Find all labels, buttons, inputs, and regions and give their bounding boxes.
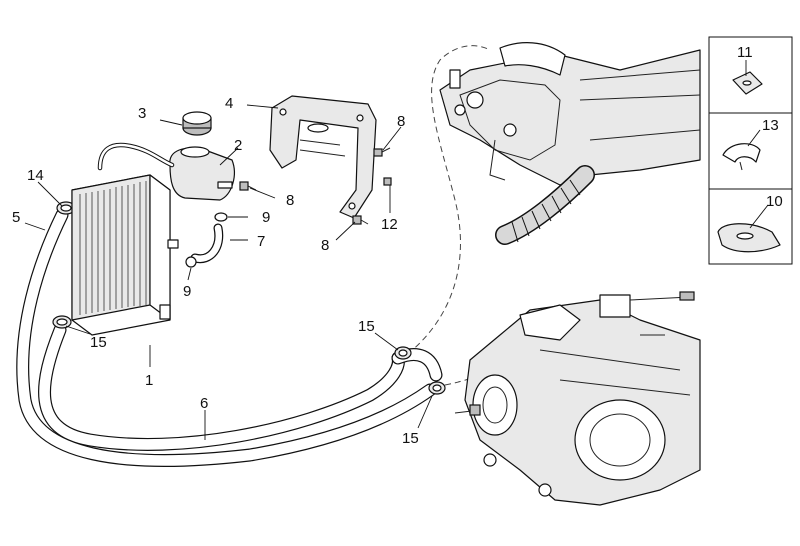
callout-15-upper: 15 bbox=[358, 318, 375, 335]
callout-11: 11 bbox=[737, 44, 753, 61]
mounting-bracket bbox=[269, 95, 377, 219]
overflow-thin-hose bbox=[97, 142, 175, 171]
callout-5: 5 bbox=[12, 209, 20, 226]
bolt-12 bbox=[383, 177, 392, 186]
coolant-hose-5 bbox=[16, 208, 437, 467]
expansion-tank-cap bbox=[182, 111, 212, 136]
hose-clamp-15-left bbox=[52, 315, 72, 329]
callout-1: 1 bbox=[145, 372, 153, 389]
hose-clamp-9-lower bbox=[185, 256, 197, 268]
corrugated-intake-tube bbox=[495, 165, 595, 245]
callout-6: 6 bbox=[200, 395, 208, 412]
bolt-8-right bbox=[373, 147, 391, 157]
callout-3: 3 bbox=[138, 105, 146, 122]
bolt-8-bottom bbox=[352, 215, 369, 225]
clip-nut-11 bbox=[732, 71, 763, 95]
callout-12: 12 bbox=[381, 216, 398, 233]
callout-labels: 1 2 3 4 5 6 7 8 8 8 9 9 10 11 12 13 14 1… bbox=[12, 44, 783, 447]
bolt-8-left bbox=[239, 181, 257, 191]
callout-15-left: 15 bbox=[90, 334, 107, 351]
callout-9-upper: 9 bbox=[262, 209, 270, 226]
callout-8-bottom: 8 bbox=[321, 237, 329, 254]
hose-clamp-15-upper bbox=[394, 346, 412, 360]
rubber-holder-10 bbox=[717, 223, 781, 253]
callout-2: 2 bbox=[234, 137, 242, 154]
callout-15-lower: 15 bbox=[402, 430, 419, 447]
hose-clamp-15-lower bbox=[428, 381, 446, 395]
routing-dashed-line bbox=[399, 45, 491, 361]
expansion-tank bbox=[169, 146, 235, 201]
tank-hose-7 bbox=[190, 223, 224, 264]
callout-10: 10 bbox=[766, 193, 783, 210]
inset-panel bbox=[708, 36, 793, 265]
callout-8-middle: 8 bbox=[286, 192, 294, 209]
clamp-13 bbox=[722, 143, 761, 171]
engine-upper-view bbox=[439, 42, 701, 186]
callout-13: 13 bbox=[762, 117, 779, 134]
hose-clamp-14 bbox=[56, 201, 76, 215]
radiator bbox=[71, 174, 179, 336]
callout-7: 7 bbox=[257, 233, 265, 250]
engine-lower-view bbox=[454, 291, 701, 506]
callout-14: 14 bbox=[27, 167, 44, 184]
hose-clamp-9-upper bbox=[214, 212, 228, 222]
radiator-fins bbox=[79, 181, 147, 315]
leader-lines bbox=[24, 60, 769, 440]
callout-4: 4 bbox=[225, 95, 233, 112]
callout-8-right: 8 bbox=[397, 113, 405, 130]
callout-9-lower: 9 bbox=[183, 283, 191, 300]
